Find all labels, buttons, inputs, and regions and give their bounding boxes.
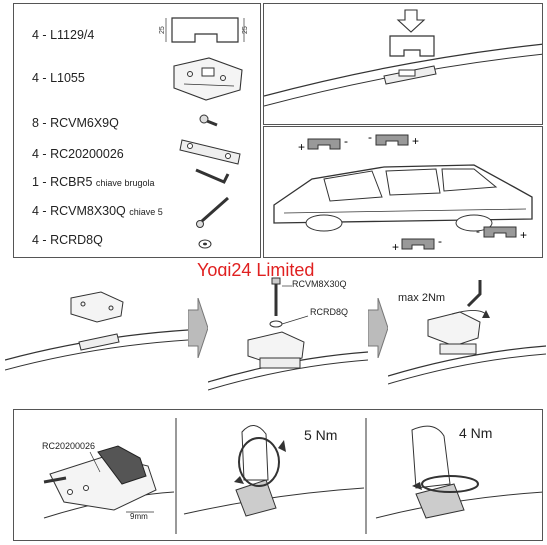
bolt-label: RCVM8X30Q: [292, 279, 347, 289]
pad-placement-panel: [263, 3, 543, 125]
step1-illustration: [5, 291, 188, 371]
torque-5nm-label: 5 Nm: [304, 427, 338, 443]
part-row-rcbr5: 1 - RCBR5 chiave brugola: [32, 175, 155, 189]
allen-key-icon: [195, 168, 230, 184]
sign-plus-3: +: [392, 240, 399, 254]
sign-plus-2: +: [412, 134, 419, 148]
step3-panel: max 2Nm: [388, 276, 546, 396]
long-bolt-icon: [196, 196, 229, 228]
car-overview-panel: + - - + + - - +: [263, 126, 543, 258]
pad-placement-illustration: [264, 9, 542, 107]
step1-panel: [5, 276, 188, 396]
dimension-label: 9mm: [130, 512, 148, 521]
washer-label: RCRD8Q: [310, 307, 349, 317]
bottom-steps-panel: RC20200026 9mm 5 Nm 4 Nm: [13, 409, 543, 541]
sign-minus-1: -: [344, 134, 348, 148]
mounting-plate-icon: [173, 57, 243, 101]
sign-minus-3: -: [438, 234, 442, 248]
parts-illustrations: 25 25: [159, 17, 249, 249]
sign-plus-4: +: [520, 228, 527, 242]
part-row-rcvm6x9q: 8 - RCVM6X9Q: [32, 116, 119, 130]
part-row-rc20200026: 4 - RC20200026: [32, 147, 124, 161]
rubber-pad-icon: [165, 17, 245, 43]
bracket-strip-icon: [179, 139, 241, 165]
sign-plus-1: +: [298, 140, 305, 154]
bracket-code-label: RC20200026: [42, 441, 96, 451]
step-arrow-2-icon: [367, 297, 389, 363]
rear-pad-left-icon: [401, 238, 435, 250]
short-screw-icon: [199, 114, 218, 127]
step-arrow-1-icon: [187, 297, 209, 363]
step3-illustration: [388, 280, 546, 385]
sign-minus-4: -: [476, 224, 480, 238]
part-row-l1129: 4 - L1129/4: [32, 28, 95, 42]
front-pad-right-icon: [375, 134, 409, 146]
part-row-l1055: 4 - L1055: [32, 71, 85, 85]
rear-pad-right-icon: [483, 226, 517, 238]
bottom-steps-illustration: [43, 418, 542, 534]
step2-panel: RCVM8X30Q RCRD8Q: [208, 276, 368, 396]
pad-dim-right: 25: [242, 26, 249, 34]
washer-icon: [198, 239, 212, 249]
sign-minus-2: -: [368, 130, 372, 144]
watermark-text: Yogi24 Limited: [197, 260, 315, 280]
part-row-rcrd8q: 4 - RCRD8Q: [32, 233, 103, 247]
pad-dim-left: 25: [159, 26, 166, 34]
step2-illustration: [208, 277, 368, 391]
car-illustration: + - - + + - - +: [273, 130, 533, 254]
torque-4nm-label: 4 Nm: [459, 425, 493, 441]
part-row-rcvm8x30q: 4 - RCVM8X30Q chiave 5: [32, 204, 163, 218]
parts-list-panel: 4 - L1129/4 4 - L1055 8 - RCVM6X9Q 4 - R…: [13, 3, 261, 258]
front-pad-left-icon: [307, 138, 341, 150]
down-arrow-icon: [396, 9, 426, 33]
max-torque-label: max 2Nm: [398, 292, 446, 304]
